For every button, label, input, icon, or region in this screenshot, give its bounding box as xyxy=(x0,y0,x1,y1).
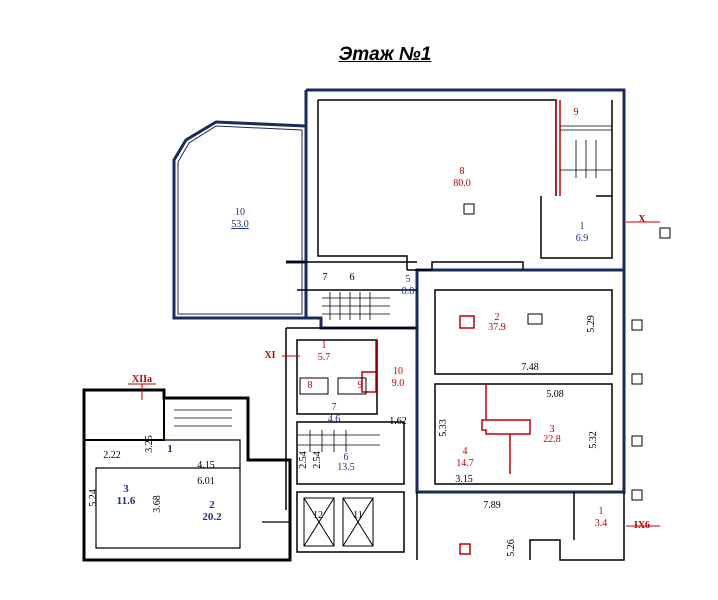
room-2-left-area: 20.2 xyxy=(202,511,222,523)
marker-lines xyxy=(282,221,660,527)
wc-label-8: 8 xyxy=(308,380,313,391)
dim-2-22: 2.22 xyxy=(103,450,121,461)
dim-7-89: 7.89 xyxy=(483,500,501,511)
room-1-bottom-number: 1 xyxy=(599,506,604,517)
room-6-number: 6 xyxy=(344,452,349,463)
stair-room-9 xyxy=(555,100,612,196)
dim-6-01: 6.01 xyxy=(197,476,215,487)
room-2-number: 2 xyxy=(495,312,500,323)
elevator-12-label: 12 xyxy=(313,510,323,521)
elevator-11-label: 11 xyxy=(353,510,363,521)
room-1-left-number: 1 xyxy=(167,443,173,455)
dim-5-32: 5.32 xyxy=(588,431,599,449)
room-10-area: 53.0 xyxy=(231,219,249,230)
room-1-top-area: 6.9 xyxy=(576,233,589,244)
room-3-left-number: 3 xyxy=(123,483,129,495)
dim-5-29: 5.29 xyxy=(586,315,597,333)
room-10-mid-number: 10 xyxy=(393,366,403,377)
room-1-mid-area: 5.7 xyxy=(318,352,331,363)
small-label-7: 7 xyxy=(323,272,328,283)
room-1-bottom-area: 3.4 xyxy=(595,518,608,529)
wc-label-9: 9 xyxy=(358,380,363,391)
room-2-area: 37.9 xyxy=(488,322,506,333)
marker-xiia: XIIa xyxy=(132,374,152,385)
marker-x: X xyxy=(638,214,646,225)
windows-right xyxy=(463,203,671,501)
dim-5-26: 5.26 xyxy=(506,539,517,557)
room-1-mid-number: 1 xyxy=(322,340,327,351)
dim-5-24: 5.24 xyxy=(88,489,99,507)
dim-3-15: 3.15 xyxy=(455,474,473,485)
room-6-area: 13.5 xyxy=(337,462,355,473)
room-8-area: 80.0 xyxy=(453,178,471,189)
dim-4-15: 4.15 xyxy=(197,460,215,471)
dim-2-54-b: 2.54 xyxy=(312,451,323,469)
dim-1-62: 1.62 xyxy=(389,416,407,427)
room-3-number: 3 xyxy=(550,424,555,435)
marker-xi: XI xyxy=(264,350,275,361)
room-5-number: 5 xyxy=(406,274,411,285)
dim-3-25: 3.25 xyxy=(144,435,155,453)
marker-xiia-line xyxy=(128,383,156,400)
dim-5-33: 5.33 xyxy=(438,419,449,437)
room-3-left-area: 11.6 xyxy=(117,495,136,507)
room-4-number: 4 xyxy=(463,446,468,457)
red-fixtures xyxy=(361,315,531,555)
room-2-left-number: 2 xyxy=(209,499,215,511)
room-9-number: 9 xyxy=(574,107,579,118)
room-8-number: 8 xyxy=(460,166,465,177)
room-1-top-number: 1 xyxy=(580,221,585,232)
room-10-mid-area: 9.0 xyxy=(392,378,405,389)
small-label-6: 6 xyxy=(350,272,355,283)
stair-center xyxy=(298,292,390,452)
room-5-area: 8.8 xyxy=(402,286,415,297)
dim-3-68: 3.68 xyxy=(152,495,163,513)
room-4-area: 14.7 xyxy=(456,458,474,469)
dim-5-08: 5.08 xyxy=(546,389,564,400)
room-7-area: 4.6 xyxy=(328,414,341,425)
elevator-shafts xyxy=(303,497,374,547)
room-10-number: 10 xyxy=(235,207,245,218)
room-7-number: 7 xyxy=(332,402,337,413)
room-3-area: 22.8 xyxy=(543,434,561,445)
left-block-walls xyxy=(82,388,292,562)
dim-7-48: 7.48 xyxy=(521,362,539,373)
floor-title: Этаж №1 xyxy=(338,44,432,65)
dim-2-54-a: 2.54 xyxy=(298,451,309,469)
wc-units xyxy=(299,377,367,395)
